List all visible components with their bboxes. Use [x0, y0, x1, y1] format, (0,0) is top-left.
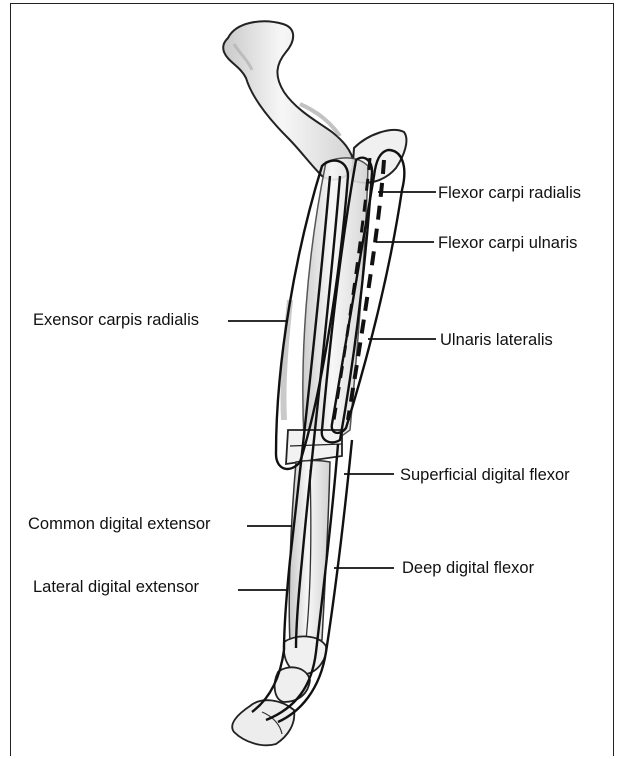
- label-lateral-digital-extensor: Lateral digital extensor: [33, 579, 199, 596]
- label-deep-digital-flexor: Deep digital flexor: [402, 560, 534, 577]
- label-extensor-carpi-radialis: Exensor carpis radialis: [33, 312, 199, 329]
- label-common-digital-extensor: Common digital extensor: [28, 516, 211, 533]
- label-flexor-carpi-ulnaris: Flexor carpi ulnaris: [438, 235, 577, 252]
- humerus-bone: [223, 21, 354, 179]
- hoof-bone: [232, 700, 294, 745]
- label-superficial-digital-flexor: Superficial digital flexor: [400, 467, 570, 484]
- fetlock-bones: [275, 636, 327, 702]
- label-ulnaris-lateralis: Ulnaris lateralis: [440, 332, 553, 349]
- label-flexor-carpi-radialis: Flexor carpi radialis: [438, 185, 581, 202]
